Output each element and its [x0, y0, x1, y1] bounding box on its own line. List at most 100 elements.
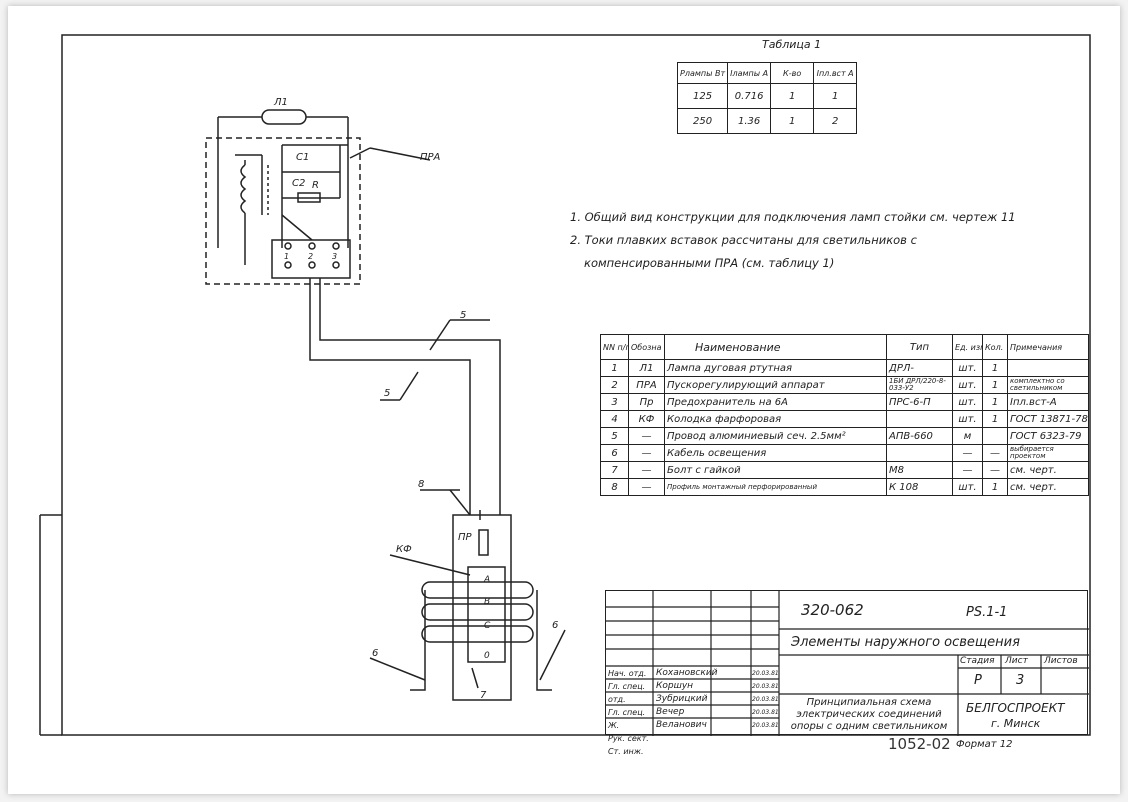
stage-label: Стадия — [960, 656, 995, 666]
spec-cell: 8 — [600, 478, 629, 496]
spec-cell: комплектно со светильником — [1007, 376, 1089, 394]
c1-label: C1 — [296, 152, 309, 163]
spec-cell: Л1 — [628, 359, 665, 377]
spec-cell: Колодка фарфоровая — [664, 410, 887, 428]
city: г. Минск — [991, 717, 1041, 730]
notes: 1. Общий вид конструкции для подключения… — [570, 206, 1016, 275]
spec-cell: шт. — [952, 410, 983, 428]
document-code: 320-062 — [801, 601, 864, 619]
spec-cell: 1 — [600, 359, 629, 377]
spec-cell: Провод алюминиевый сеч. 2.5мм² — [664, 427, 887, 445]
sheet-value: 3 — [1016, 673, 1025, 688]
c2-label: C2 — [292, 178, 305, 189]
inventory-number: 1052-02 — [888, 735, 951, 753]
table1-title: Таблица 1 — [762, 38, 822, 51]
spec-cell: шт. — [952, 478, 983, 496]
spec-cell: — — [628, 444, 665, 462]
spec-cell: ГОСТ 6323-79 — [1007, 427, 1089, 445]
spec-cell: — — [628, 427, 665, 445]
phase-c: C — [484, 621, 491, 631]
spec-cell: 2 — [600, 376, 629, 394]
format-label: Формат 12 — [956, 739, 1013, 750]
table-row: 6—Кабель освещения——выбирается проектом — [600, 444, 1089, 462]
spec-cell: Кабель освещения — [664, 444, 887, 462]
spec-cell: АПВ-660 — [886, 427, 953, 445]
wire-label: 5 — [384, 388, 390, 399]
spec-cell: М8 — [886, 461, 953, 479]
spec-cell: ДРЛ- — [886, 359, 953, 377]
spec-cell: шт. — [952, 393, 983, 411]
spec-cell: см. черт. — [1007, 478, 1089, 496]
terminal-2: 2 — [308, 252, 313, 261]
spec-cell: Профиль монтажный перфорированный — [664, 478, 887, 496]
table1-header: Iпл.вст А — [813, 62, 858, 84]
spec-cell: Iпл.вст-А — [1007, 393, 1089, 411]
cable-label: 6 — [372, 648, 378, 659]
phase-b: B — [484, 597, 490, 607]
spec-cell: м — [952, 427, 983, 445]
spec-cell: 6 — [600, 444, 629, 462]
table1-header: Iлампы А — [727, 62, 772, 84]
spec-cell: Лампа дуговая ртутная — [664, 359, 887, 377]
table1-header: К-во — [770, 62, 815, 84]
phase-a: A — [483, 575, 490, 585]
organization: БЕЛГОСПРОЕКТ — [966, 701, 1065, 715]
spec-cell: Пускорегулирующий аппарат — [664, 376, 887, 394]
spec-cell: 1 — [982, 410, 1008, 428]
spec-cell: Болт с гайкой — [664, 461, 887, 479]
note-2: 2. Токи плавких вставок рассчитаны для с… — [570, 233, 917, 247]
note-1: 1. Общий вид конструкции для подключения… — [570, 210, 1016, 224]
title-block-grid — [606, 591, 1089, 736]
spec-cell — [886, 444, 953, 462]
bolt-label: 7 — [480, 690, 487, 701]
spec-cell: шт. — [952, 376, 983, 394]
sheet-code: РS.1-1 — [966, 605, 1008, 620]
spec-cell: 1 — [982, 393, 1008, 411]
terminal-3: 3 — [332, 252, 337, 261]
spec-cell: — — [952, 444, 983, 462]
staff-roles: Нач. отд.Гл. спец. отд.Гл. спец. Ж.Рук. … — [608, 669, 649, 756]
sheet-label: Лист — [1005, 656, 1028, 666]
drawing-title: Принципиальная схема электрических соеди… — [790, 697, 948, 732]
spec-cell: см. черт. — [1007, 461, 1089, 479]
spec-cell: выбирается проектом — [1007, 444, 1089, 462]
ballast-label: ПРА — [420, 152, 441, 163]
spec-cell: ПРС-6-П — [886, 393, 953, 411]
spec-cell: — — [982, 444, 1008, 462]
spec-cell: К 108 — [886, 478, 953, 496]
spec-cell: 3 — [600, 393, 629, 411]
drawing-frame — [61, 34, 1091, 736]
spec-cell: — — [628, 478, 665, 496]
r-label: R — [312, 180, 319, 191]
spec-cell — [1007, 359, 1089, 377]
spec-cell: — — [952, 461, 983, 479]
spec-cell: КФ — [628, 410, 665, 428]
spec-cell: 1 — [982, 359, 1008, 377]
neutral: 0 — [484, 651, 490, 661]
block-label: КФ — [396, 544, 412, 555]
terminal-1: 1 — [284, 252, 289, 261]
spec-cell: — — [628, 461, 665, 479]
wire-label: 5 — [460, 310, 466, 321]
project-title: Элементы наружного освещения — [791, 635, 1020, 650]
table1-header: Рлампы Вт — [676, 62, 729, 84]
note-2-cont: компенсированными ПРА (см. таблицу 1) — [584, 256, 835, 270]
spec-cell: 5 — [600, 427, 629, 445]
mounting-profile — [452, 514, 512, 701]
profile-label: 8 — [418, 479, 424, 490]
lamp-symbol — [261, 109, 307, 125]
spec-cell: 1 — [982, 376, 1008, 394]
spec-cell: 1БИ ДРЛ/220-8-033-У2 — [886, 376, 953, 394]
spec-cell: Предохранитель на 6А — [664, 393, 887, 411]
stage-value: Р — [974, 673, 982, 688]
spec-cell: ПРА — [628, 376, 665, 394]
spec-cell: 1 — [982, 478, 1008, 496]
title-block: 320-062 РS.1-1 Элементы наружного освеще… — [605, 590, 1089, 756]
